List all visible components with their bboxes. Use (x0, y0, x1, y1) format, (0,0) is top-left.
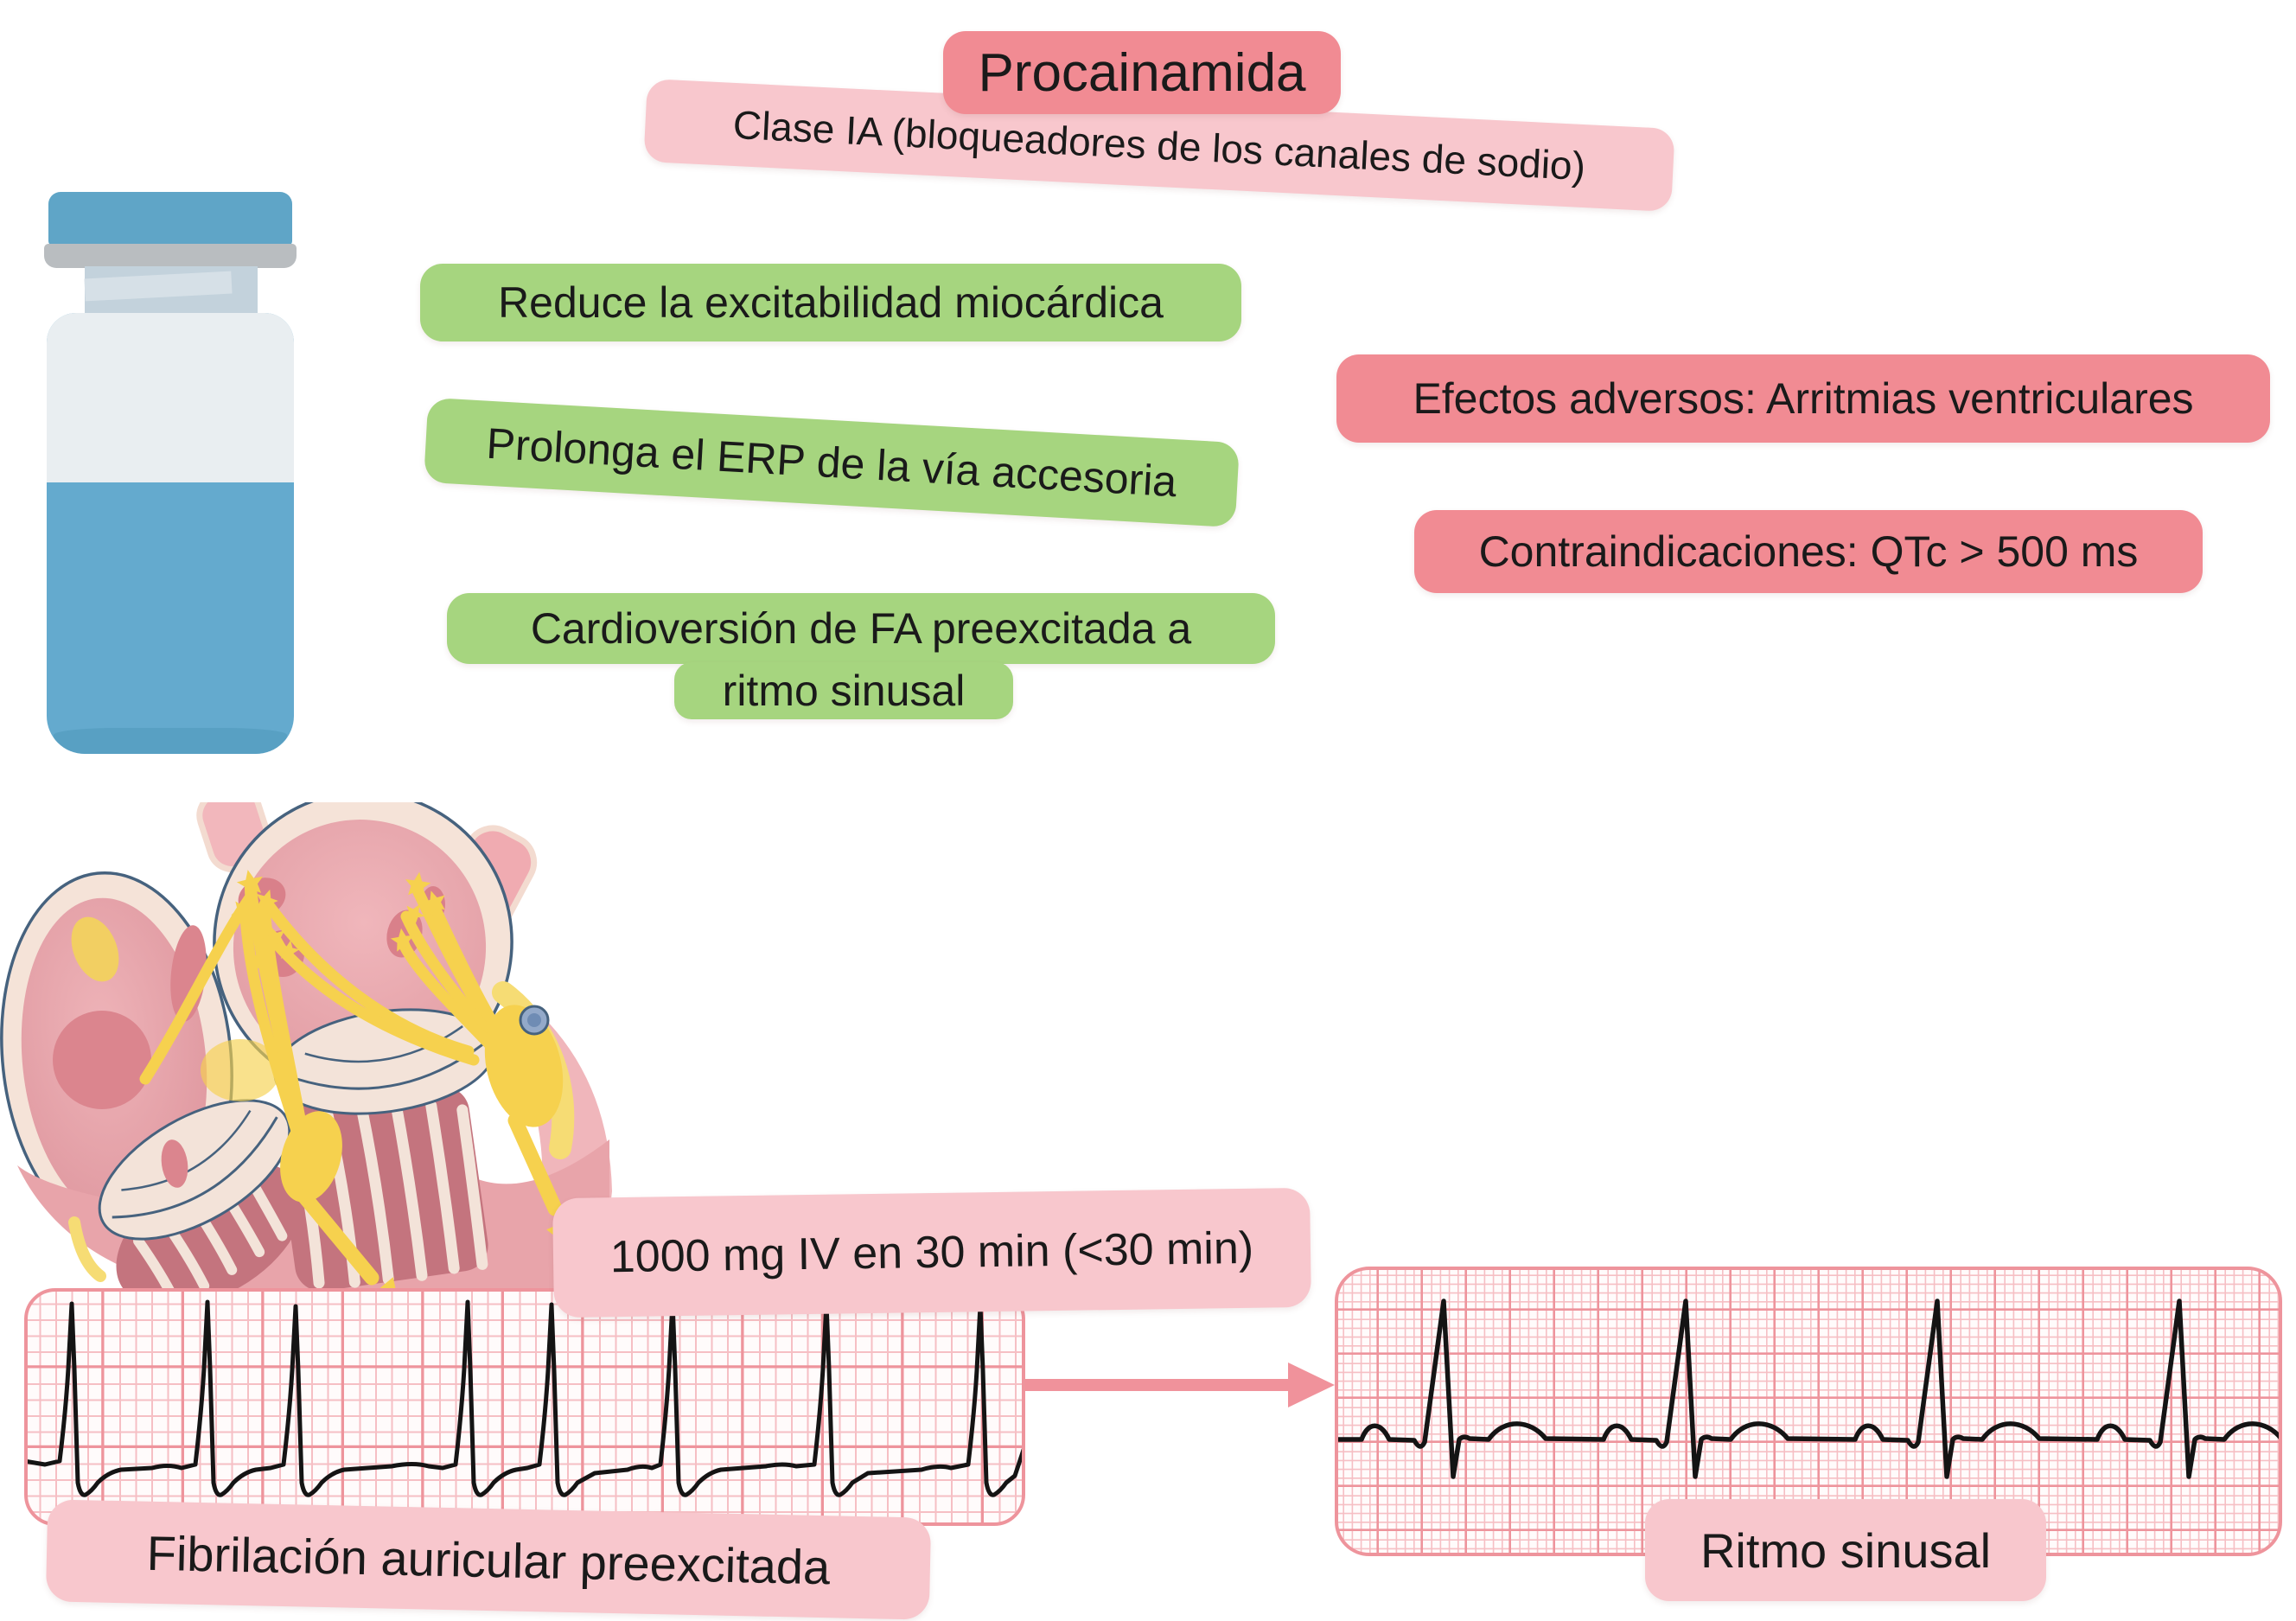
indication-box-line1: Cardioversión de FA preexcitada a (447, 593, 1275, 664)
drug-class-text: Clase IA (bloqueadores de los canales de… (731, 101, 1587, 189)
mechanism-box-2: Prolonga el ERP de la vía accesoria (423, 397, 1240, 528)
tricuspid-valve (98, 1099, 291, 1241)
right-arrow-icon (1025, 1363, 1335, 1407)
dose-box: 1000 mg IV en 30 min (<30 min) (552, 1187, 1311, 1318)
vial-neck-sheen (84, 271, 233, 302)
vial-cap-band (44, 244, 297, 268)
vial-cap (48, 192, 292, 246)
ecg-trace-af (26, 1299, 1024, 1497)
av-junction-glow (201, 1039, 280, 1101)
contraindications-text: Contraindicaciones: QTc > 500 ms (1478, 527, 2139, 576)
indication-text-line2: ritmo sinusal (722, 667, 966, 715)
page-title-text: Procainamida (978, 42, 1306, 103)
heart-icon (0, 802, 612, 1311)
ecg-trace-sinus (1336, 1299, 2280, 1479)
conduction-paths (139, 886, 525, 1151)
mechanism-text-1: Reduce la excitabilidad miocárdica (498, 278, 1164, 327)
vial-neck (84, 266, 258, 316)
indication-text-line1: Cardioversión de FA preexcitada a (530, 604, 1192, 653)
ecg-left-caption: Fibrilación auricular preexcitada (45, 1499, 932, 1620)
conduction-nodes (280, 1005, 564, 1203)
indication-box-line2: ritmo sinusal (674, 662, 1013, 719)
mechanism-text-2: Prolonga el ERP de la vía accesoria (485, 418, 1178, 507)
vial-label-strip (47, 313, 294, 482)
adverse-effects-box: Efectos adversos: Arritmias ventriculare… (1336, 354, 2270, 443)
page-title: Procainamida (943, 31, 1341, 114)
vial-body (47, 313, 294, 754)
adverse-effects-text: Efectos adversos: Arritmias ventriculare… (1413, 374, 2194, 423)
ecg-right-caption-text: Ritmo sinusal (1700, 1522, 1992, 1578)
vial-body-shade (54, 728, 287, 754)
ecg-strip-preexcited-af (24, 1288, 1025, 1526)
dose-text: 1000 mg IV en 30 min (<30 min) (609, 1222, 1254, 1283)
ecg-left-caption-text: Fibrilación auricular preexcitada (146, 1525, 831, 1594)
ecg-right-caption: Ritmo sinusal (1645, 1499, 2046, 1601)
mechanism-box-1: Reduce la excitabilidad miocárdica (420, 264, 1241, 341)
contraindications-box: Contraindicaciones: QTc > 500 ms (1414, 510, 2203, 593)
left-fat-crescent (68, 1216, 106, 1282)
vial-icon (44, 192, 297, 754)
coronary-sinus (519, 1005, 550, 1036)
